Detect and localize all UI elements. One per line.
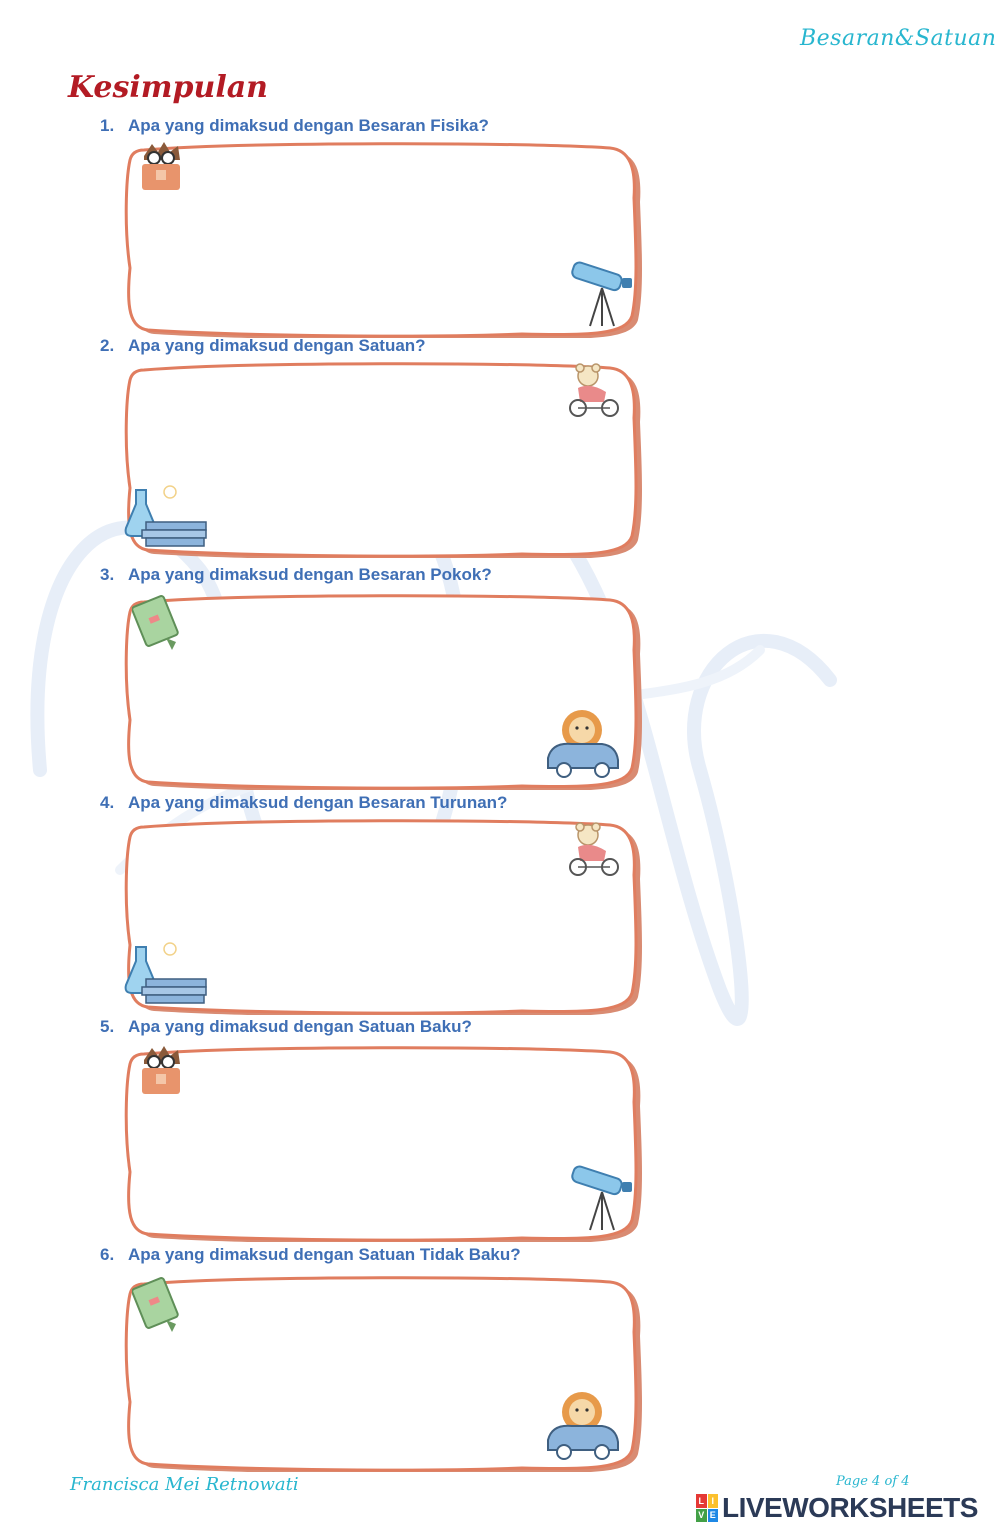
lion-car-icon [547, 710, 619, 778]
bear-bicycle-icon [569, 363, 619, 417]
answer-frame [124, 1276, 642, 1472]
flask-books-icon [124, 942, 207, 1004]
answer-frame [124, 142, 642, 338]
bear-bicycle-icon [569, 822, 619, 876]
question-number: 2. [100, 336, 115, 355]
answer-frame [124, 1046, 642, 1242]
question-number: 6. [100, 1245, 115, 1264]
question-6: 6. Apa yang dimaksud dengan Satuan Tidak … [100, 1245, 521, 1265]
answer-frame [124, 362, 642, 558]
hedgehog-book-icon [142, 1046, 180, 1094]
question-5: 5. Apa yang dimaksud dengan Satuan Baku? [100, 1017, 472, 1037]
question-text: Apa yang dimaksud dengan Besaran Fisika? [128, 116, 489, 135]
lion-car-icon [547, 1392, 619, 1460]
question-text: Apa yang dimaksud dengan Satuan Tidak Ba… [128, 1245, 521, 1264]
answer-box-6[interactable] [122, 1272, 642, 1472]
answer-box-3[interactable] [122, 590, 642, 790]
green-book-icon [132, 595, 179, 650]
flask-books-icon [124, 485, 207, 547]
telescope-icon [571, 1165, 632, 1231]
answer-box-5[interactable] [122, 1042, 642, 1242]
author-signature: Francisca Mei Retnowati [70, 1474, 299, 1495]
question-number: 1. [100, 116, 115, 135]
question-4: 4. Apa yang dimaksud dengan Besaran Turun… [100, 793, 507, 813]
answer-box-2[interactable] [122, 358, 642, 558]
answer-frame [124, 594, 642, 790]
question-number: 4. [100, 793, 115, 812]
question-number: 5. [100, 1017, 115, 1036]
hedgehog-book-icon [142, 142, 180, 190]
question-text: Apa yang dimaksud dengan Satuan? [128, 336, 426, 355]
answer-frame [124, 819, 642, 1015]
telescope-icon [571, 261, 632, 327]
question-1: 1. Apa yang dimaksud dengan Besaran Fisik… [100, 116, 489, 136]
brand-label: Besaran&Satuan [800, 26, 997, 51]
question-text: Apa yang dimaksud dengan Besaran Turunan… [128, 793, 508, 812]
page-title: Kesimpulan [68, 70, 268, 105]
question-number: 3. [100, 565, 115, 584]
question-text: Apa yang dimaksud dengan Besaran Pokok? [128, 565, 492, 584]
page-number: Page 4 of 4 [836, 1474, 910, 1489]
question-2: 2. Apa yang dimaksud dengan Satuan? [100, 336, 426, 356]
green-book-icon [132, 1277, 179, 1332]
question-text: Apa yang dimaksud dengan Satuan Baku? [128, 1017, 472, 1036]
answer-box-1[interactable] [122, 138, 642, 338]
question-3: 3. Apa yang dimaksud dengan Besaran Pokok… [100, 565, 492, 585]
liveworksheets-wordmark: LIVEWORKSHEETS [722, 1492, 978, 1523]
answer-box-4[interactable] [122, 815, 642, 1015]
